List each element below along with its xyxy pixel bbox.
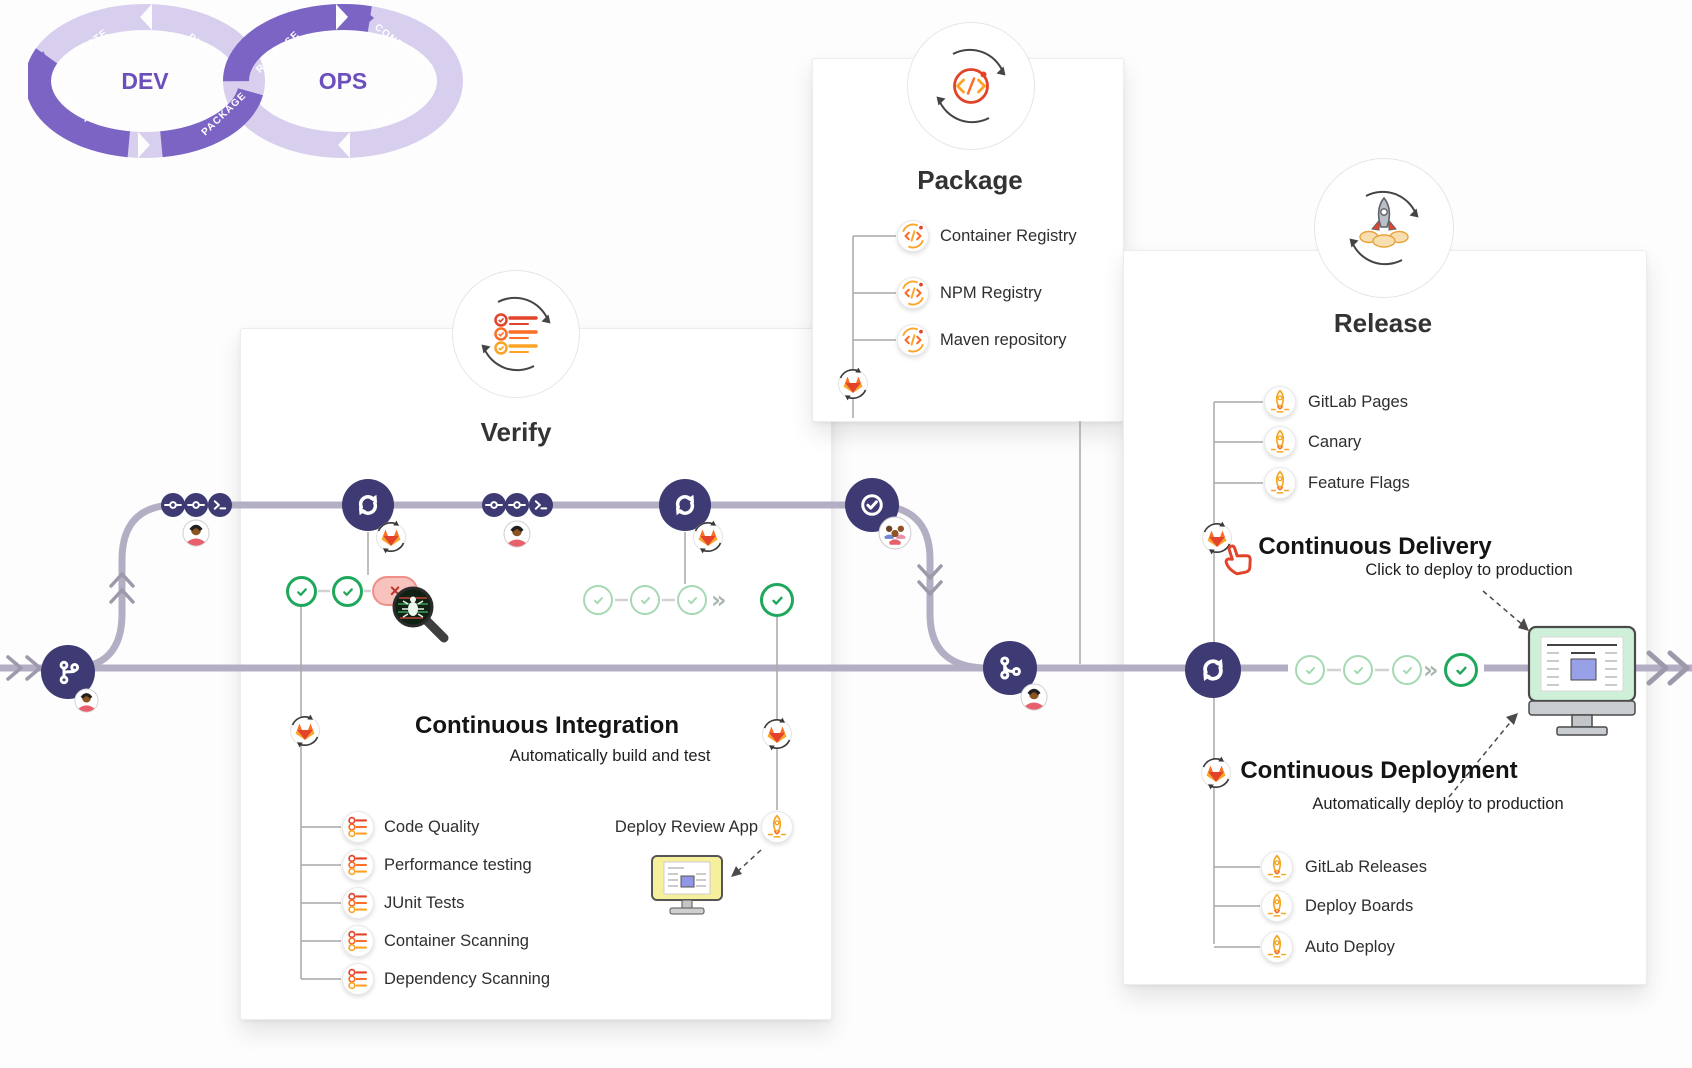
- avatar: [1020, 683, 1048, 716]
- continuous-deployment-heading: Continuous Deployment: [1240, 757, 1518, 784]
- terminal-node: [529, 493, 553, 517]
- package-item-label: NPM Registry: [940, 284, 1042, 302]
- package-item-label: Maven repository: [940, 331, 1067, 349]
- gitlab-releases-icon: [1261, 851, 1293, 883]
- gitlab-runner-icon: [373, 519, 409, 560]
- deploy-boards-icon: [1261, 890, 1293, 922]
- gitlab-runner-icon: [835, 366, 871, 407]
- job-success-icon: [332, 576, 363, 607]
- gitlab-runner-icon: [759, 716, 795, 757]
- avatar-group: [878, 516, 912, 555]
- continuous-delivery-heading: Continuous Delivery: [1258, 533, 1492, 560]
- devops-infinity-loop: DEV OPS CREATE PLAN VERIFY PACKAGE RELEA…: [28, 4, 463, 158]
- fast-forward-icon: »: [711, 586, 727, 614]
- gitlab-pages-icon: [1264, 386, 1296, 418]
- release-item-label: Deploy Boards: [1305, 897, 1414, 915]
- avatar: [74, 688, 99, 718]
- container-scanning-icon: [342, 925, 374, 957]
- job-success-icon: [760, 583, 794, 617]
- ci-pipeline-node: [342, 479, 394, 531]
- gitlab-runner-icon: [690, 519, 726, 560]
- verify-card: [240, 328, 832, 1020]
- job-pending-icon: [630, 585, 660, 615]
- container-registry-icon: [897, 220, 929, 252]
- bug-magnifier-icon: [391, 585, 451, 650]
- cd-pipeline-node: [1185, 642, 1241, 698]
- npm-registry-icon: [897, 277, 929, 309]
- avatar: [503, 520, 531, 553]
- dependency-scanning-icon: [342, 963, 374, 995]
- commit-node: [161, 493, 185, 517]
- ops-label: OPS: [319, 68, 368, 94]
- verify-arrowhead: [34, 51, 52, 67]
- verify-stage-icon: [452, 270, 580, 398]
- maven-repository-icon: [897, 324, 929, 356]
- release-item-label: GitLab Releases: [1305, 858, 1427, 876]
- job-pending-icon: [1295, 655, 1325, 685]
- failed-x-icon: ×: [389, 580, 401, 601]
- flow-chevrons: [6, 564, 943, 681]
- review-app-rocket-icon: [761, 811, 793, 843]
- deploy-review-app-label: Deploy Review App: [614, 818, 758, 836]
- commit-node: [482, 493, 506, 517]
- ci-subheading: Automatically build and test: [509, 747, 711, 765]
- verify-item-label: Code Quality: [384, 818, 480, 836]
- continuous-deployment-subheading: Automatically deploy to production: [1312, 795, 1564, 813]
- release-card: [1123, 250, 1647, 985]
- fast-forward-icon: »: [1423, 656, 1439, 684]
- job-pending-icon: [677, 585, 707, 615]
- auto-deploy-icon: [1261, 931, 1293, 963]
- dev-label: DEV: [121, 68, 169, 94]
- verify-item-label: Dependency Scanning: [384, 970, 551, 988]
- junit-tests-icon: [342, 887, 374, 919]
- code-quality-icon: [342, 811, 374, 843]
- verify-item-label: Performance testing: [384, 856, 532, 874]
- commit-node: [184, 493, 208, 517]
- job-pending-icon: [1392, 655, 1422, 685]
- gitlab-runner-icon: [287, 713, 323, 754]
- release-title: Release: [1333, 308, 1433, 338]
- canary-icon: [1264, 426, 1296, 458]
- gitlab-runner-icon: [1198, 755, 1234, 796]
- review-app-monitor: [650, 854, 724, 921]
- avatar: [182, 519, 210, 552]
- release-item-label: Canary: [1308, 433, 1362, 451]
- package-item-label: Container Registry: [940, 227, 1077, 245]
- package-stage-icon: [907, 22, 1035, 150]
- continuous-delivery-subheading: Click to deploy to production: [1365, 561, 1573, 579]
- ci-heading: Continuous Integration: [415, 712, 679, 739]
- verify-item-label: Container Scanning: [384, 932, 529, 950]
- job-success-icon: [1444, 653, 1478, 687]
- release-item-label: Auto Deploy: [1305, 938, 1395, 956]
- performance-testing-icon: [342, 849, 374, 881]
- job-pending-icon: [583, 585, 613, 615]
- job-success-icon: [286, 576, 317, 607]
- verify-item-label: JUnit Tests: [384, 894, 465, 912]
- feature-flags-icon: [1264, 467, 1296, 499]
- terminal-node: [208, 493, 232, 517]
- verify-title: Verify: [480, 417, 552, 447]
- release-item-label: Feature Flags: [1308, 474, 1410, 492]
- production-monitor: [1527, 625, 1637, 742]
- job-pending-icon: [1343, 655, 1373, 685]
- ci-pipeline-node: [659, 479, 711, 531]
- package-title: Package: [917, 165, 1023, 195]
- release-item-label: GitLab Pages: [1308, 393, 1408, 411]
- release-arrowhead: [361, 7, 374, 29]
- commit-node: [505, 493, 529, 517]
- release-stage-icon: [1314, 158, 1454, 298]
